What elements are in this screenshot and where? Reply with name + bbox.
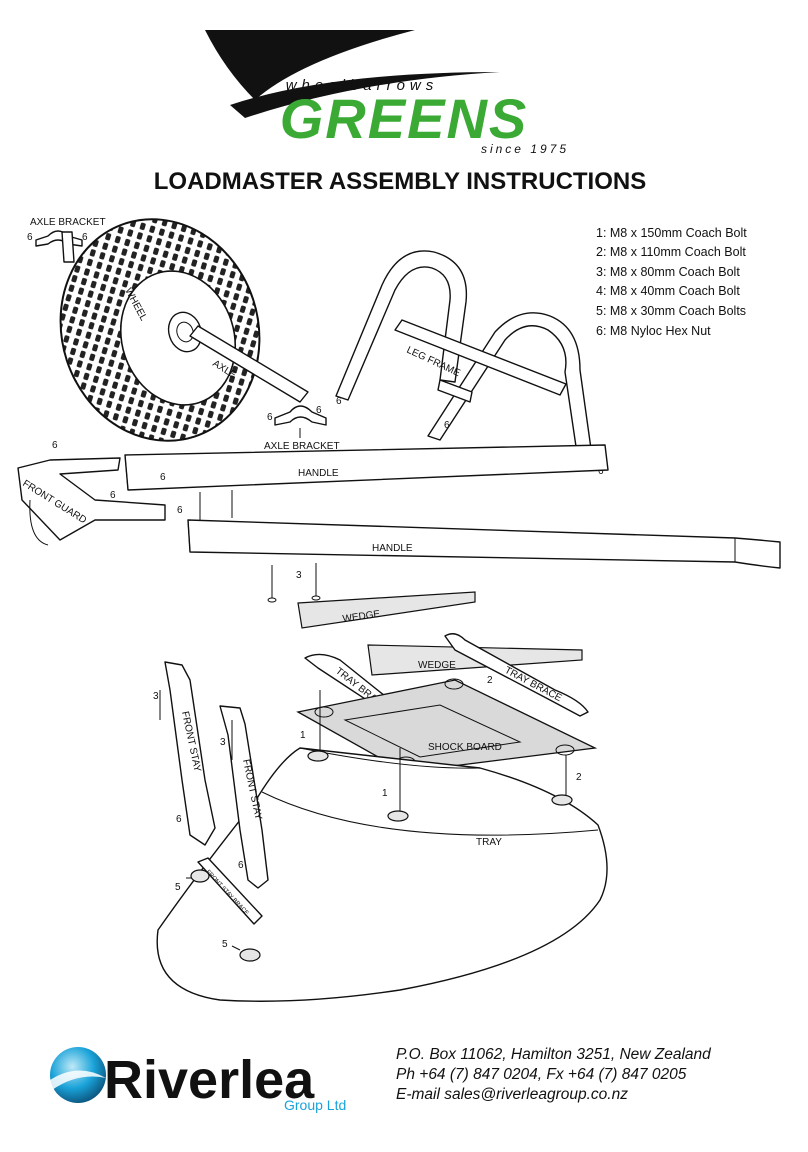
logo-swoosh	[205, 30, 415, 100]
contact-block: P.O. Box 11062, Hamilton 3251, New Zeala…	[396, 1046, 712, 1103]
wedge-lower: WEDGE	[297, 591, 476, 629]
label-wedge-lower: WEDGE	[342, 609, 381, 625]
front-stay-left: FRONT STAY 3 6	[153, 661, 216, 846]
handle-upper: HANDLE 6	[124, 444, 609, 491]
callout-6-legframe-b: 6	[444, 420, 450, 431]
legend-item-3: 3: M8 x 80mm Coach Bolt	[596, 265, 740, 279]
callout-6-stay-left: 6	[176, 814, 182, 825]
label-shock-board: SHOCK BOARD	[428, 742, 502, 753]
label-tray: TRAY	[476, 837, 502, 848]
contact-phone: Ph +64 (7) 847 0204, Fx +64 (7) 847 0205	[396, 1066, 687, 1083]
logo-wordmark: GREENS	[280, 87, 529, 150]
legend-item-1: 1: M8 x 150mm Coach Bolt	[596, 226, 747, 240]
legend-item-6: 6: M8 Nyloc Hex Nut	[596, 324, 711, 338]
parts-legend: 1: M8 x 150mm Coach Bolt 2: M8 x 110mm C…	[596, 226, 747, 338]
callout-6-midbracket-b: 6	[316, 405, 322, 416]
callout-6-legframe-a: 6	[336, 396, 342, 407]
contact-email: E-mail sales@riverleagroup.co.nz	[396, 1086, 628, 1103]
label-axle-bracket-top: AXLE BRACKET	[30, 217, 106, 228]
callout-6-handle-lower: 6	[177, 505, 183, 516]
page-title: LOADMASTER ASSEMBLY INSTRUCTIONS	[154, 168, 646, 195]
callout-6-bracket-left: 6	[27, 232, 33, 243]
legend-item-2: 2: M8 x 110mm Coach Bolt	[596, 245, 746, 259]
logo-tagline-bottom: since 1975	[481, 142, 569, 156]
handle-lower: HANDLE 6	[177, 505, 781, 569]
callout-5-brace-bottom: 5	[222, 939, 228, 950]
greens-logo: wheelbarrows GREENS since 1975	[205, 30, 569, 156]
riverlea-sub: Group Ltd	[284, 1097, 346, 1113]
legend-item-4: 4: M8 x 40mm Coach Bolt	[596, 284, 740, 298]
axle-bracket-top: AXLE BRACKET 6 6	[27, 217, 106, 263]
logo-swoosh-tail	[230, 72, 500, 118]
riverlea-wave-icon	[50, 1070, 106, 1090]
axle-shaft	[189, 325, 309, 403]
label-handle-upper: HANDLE	[298, 468, 339, 479]
riverlea-wordmark: Riverlea	[104, 1050, 315, 1110]
label-wedge-upper: WEDGE	[418, 660, 456, 671]
label-tray-brace-right: TRAY BRACE	[503, 665, 564, 704]
callout-6-guard-side: 6	[110, 490, 116, 501]
shock-board: SHOCK BOARD 2	[296, 675, 598, 773]
callout-2-brace-right: 2	[487, 675, 493, 686]
legend-item-5: 5: M8 x 30mm Coach Bolts	[596, 304, 746, 318]
callout-1-tray-mid: 1	[382, 788, 388, 799]
callout-5-brace-top: 5	[175, 882, 181, 893]
logo-tagline-top: wheelbarrows	[286, 77, 439, 94]
callout-6-handle-upper: 6	[160, 472, 166, 483]
callout-3-handle-bolts: 3	[296, 570, 302, 581]
callout-6-guard-top: 6	[52, 440, 58, 451]
axle-bracket-mid: AXLE BRACKET 6 6	[264, 405, 340, 452]
label-axle-bracket-mid: AXLE BRACKET	[264, 441, 340, 452]
callout-1-tray-left: 1	[300, 730, 306, 741]
handle-bolts: 3	[199, 490, 321, 603]
contact-address: P.O. Box 11062, Hamilton 3251, New Zeala…	[396, 1046, 712, 1063]
front-guard: FRONT GUARD 6 6	[17, 440, 166, 546]
callout-6-bracket-right: 6	[82, 232, 88, 243]
callout-3-stay-left: 3	[153, 691, 159, 702]
tray: TRAY 1 1 2	[156, 690, 608, 1002]
riverlea-logo: Riverlea Group Ltd	[50, 1047, 346, 1113]
callout-6-midbracket-a: 6	[267, 412, 273, 423]
callout-3-stay-right: 3	[220, 737, 226, 748]
callout-2-tray-right: 2	[576, 772, 582, 783]
wheel-assembly: WHEEL AXLE	[59, 218, 309, 442]
leg-frame: LEG FRAME 6 6 6 6	[335, 250, 604, 477]
label-handle-lower: HANDLE	[372, 543, 413, 554]
callout-6-legframe-d: 6	[598, 466, 604, 477]
callout-6-stay-right: 6	[238, 860, 244, 871]
